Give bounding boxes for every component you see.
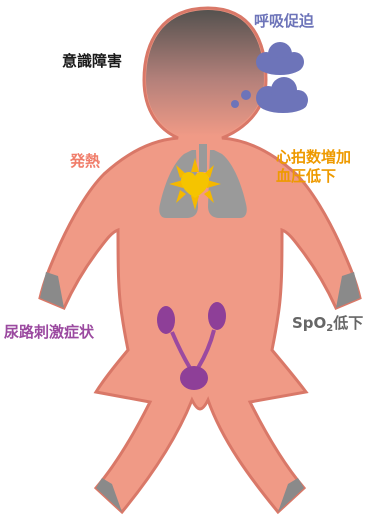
label-blood-pressure-drop: 血圧低下	[276, 167, 351, 186]
label-rapid-breathing: 呼吸促迫	[254, 12, 314, 31]
label-consciousness-disorder: 意識障害	[62, 52, 122, 71]
kidney-icon	[157, 306, 175, 334]
head-shading	[146, 10, 264, 136]
heart-icon	[169, 158, 221, 210]
spo2-suffix: 低下	[333, 314, 363, 332]
body-silhouette	[40, 8, 360, 512]
kidney-icon	[208, 302, 226, 330]
upper-cloud	[256, 42, 304, 75]
bladder-icon	[180, 366, 208, 390]
label-urinary-irritation: 尿路刺激症状	[4, 323, 94, 342]
label-spo2-decrease: SpO2低下	[292, 314, 363, 338]
trachea	[199, 144, 207, 172]
label-heart-rate-increase: 心拍数増加	[276, 148, 351, 167]
label-fever: 発熱	[70, 152, 100, 171]
spo2-prefix: SpO	[292, 314, 326, 332]
label-heart-rate-blood-pressure: 心拍数増加 血圧低下	[276, 148, 351, 186]
